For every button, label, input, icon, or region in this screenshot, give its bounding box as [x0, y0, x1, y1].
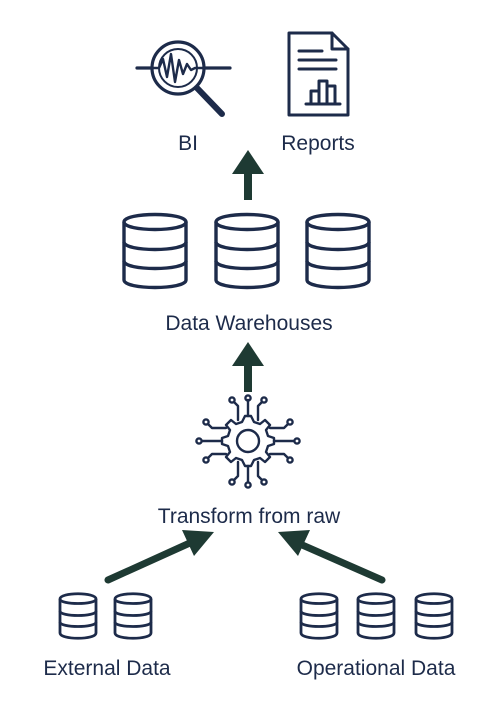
- arrow-from-external-icon: [104, 530, 214, 584]
- transform-label: Transform from raw: [157, 505, 341, 528]
- database-icon: [214, 212, 280, 290]
- data-warehouses-label: Data Warehouses: [165, 312, 333, 335]
- bi-label: BI: [178, 132, 198, 155]
- transform-circuit-gear-icon: [195, 394, 301, 489]
- database-icon: [113, 592, 153, 640]
- reports-label: Reports: [281, 132, 355, 155]
- database-icon: [299, 592, 339, 640]
- database-icon: [122, 212, 188, 290]
- database-icon: [356, 592, 396, 640]
- database-icon: [414, 592, 454, 640]
- operational-data-label: Operational Data: [296, 657, 456, 680]
- external-data-label: External Data: [43, 657, 171, 680]
- database-icon: [58, 592, 98, 640]
- database-icon: [305, 212, 371, 290]
- arrow-up-to-warehouses-icon: [232, 342, 264, 392]
- bi-magnifier-icon: [135, 40, 232, 117]
- arrow-from-operational-icon: [278, 530, 386, 584]
- reports-document-icon: [287, 31, 350, 117]
- arrow-up-to-bi-icon: [232, 150, 264, 200]
